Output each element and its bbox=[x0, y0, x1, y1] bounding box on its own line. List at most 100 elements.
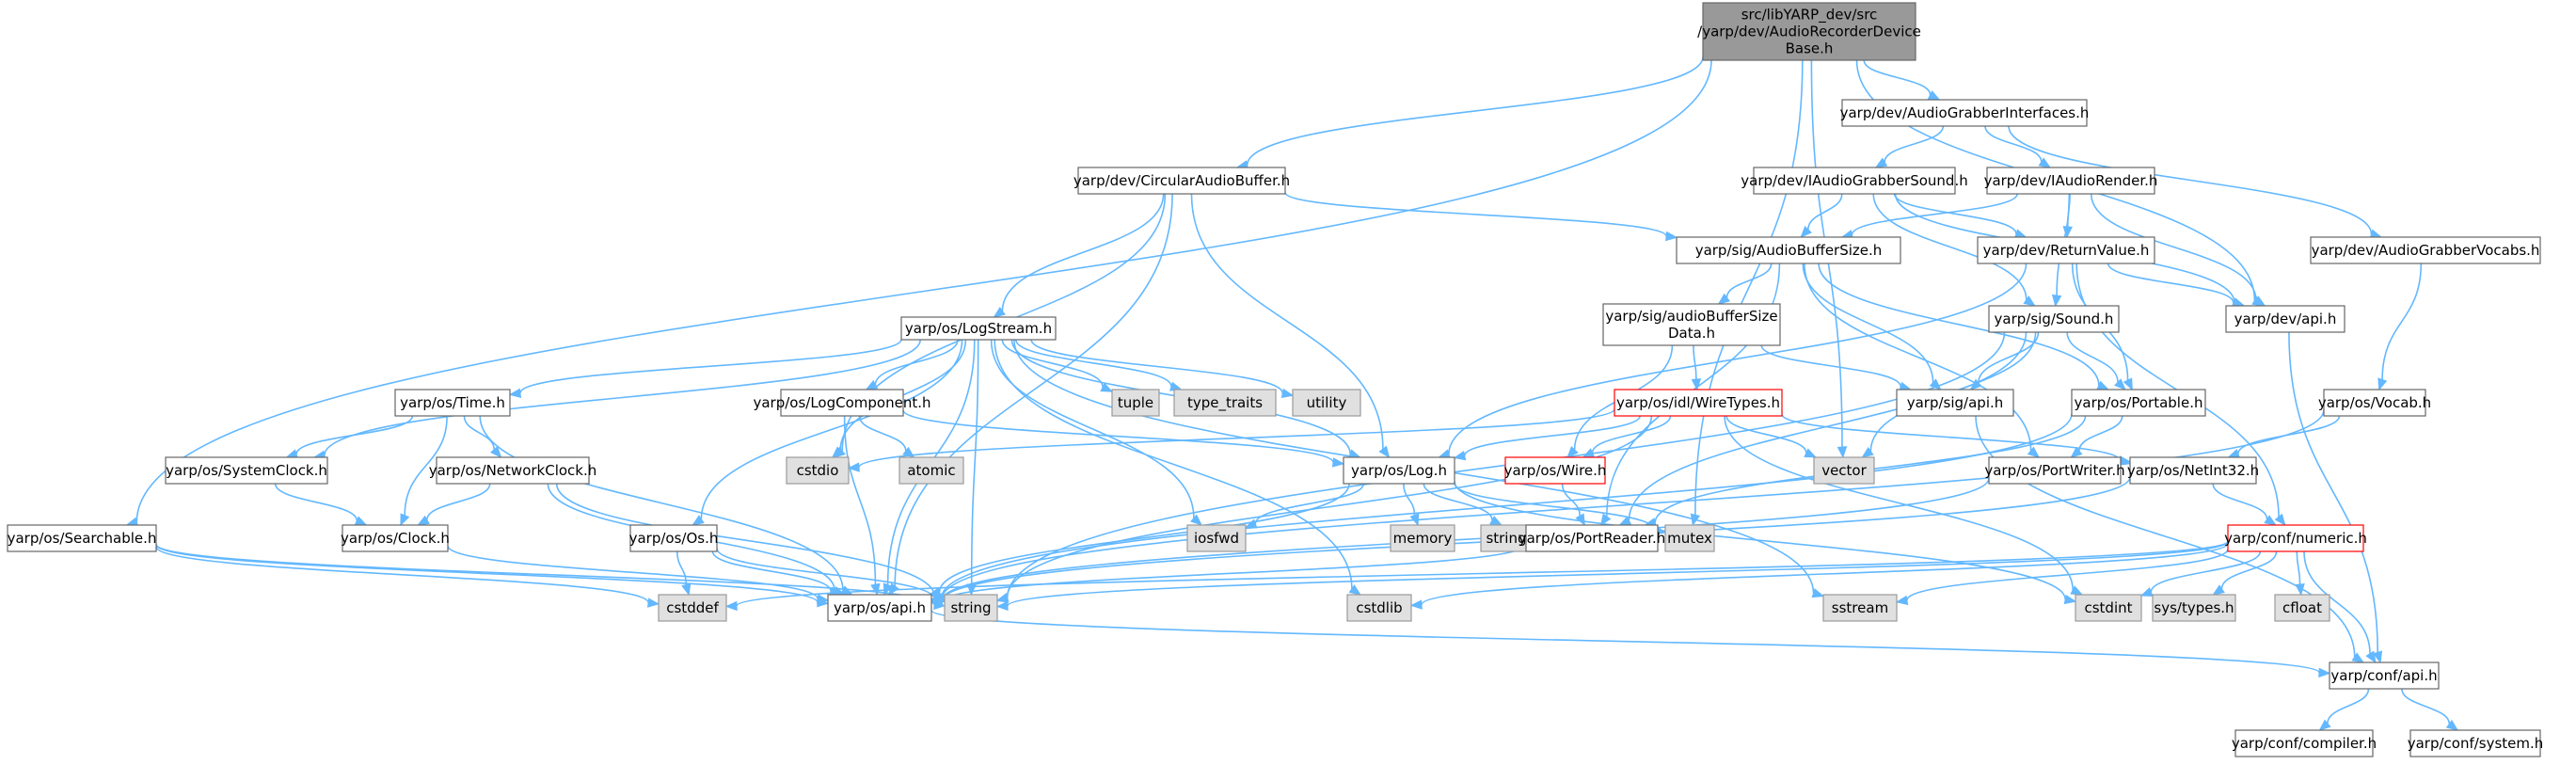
node-typetraits[interactable]: type_traits bbox=[1173, 389, 1277, 417]
node-compiler[interactable]: yarp/conf/compiler.h bbox=[2232, 729, 2377, 757]
node-box-utility bbox=[1292, 389, 1361, 417]
node-root[interactable]: src/libYARP_dev/src/yarp/dev/AudioRecord… bbox=[1697, 2, 1921, 61]
node-portwriter[interactable]: yarp/os/PortWriter.h bbox=[1984, 456, 2125, 485]
node-tuple[interactable]: tuple bbox=[1111, 389, 1160, 417]
node-label-netint32: yarp/os/NetInt32.h bbox=[2127, 462, 2259, 479]
node-portreader[interactable]: yarp/os/PortReader.h bbox=[1519, 524, 1666, 552]
node-netint32[interactable]: yarp/os/NetInt32.h bbox=[2127, 456, 2259, 485]
node-box-wiretypes bbox=[1614, 389, 1783, 417]
edge-root-to-mutex bbox=[1694, 59, 1804, 516]
node-box-cstdio bbox=[786, 456, 850, 485]
node-rv[interactable]: yarp/dev/ReturnValue.h bbox=[1977, 236, 2155, 264]
node-mutex[interactable]: mutex bbox=[1664, 524, 1715, 552]
node-memory[interactable]: memory bbox=[1390, 524, 1455, 552]
node-box-string bbox=[944, 594, 998, 622]
node-wiretypes[interactable]: yarp/os/idl/WireTypes.h bbox=[1614, 389, 1783, 417]
node-confapi[interactable]: yarp/conf/api.h bbox=[2329, 661, 2440, 690]
edge-log-to-mutex bbox=[1454, 483, 1657, 531]
node-numeric[interactable]: yarp/conf/numeric.h bbox=[2224, 524, 2367, 552]
node-systypes[interactable]: sys/types.h bbox=[2152, 594, 2236, 622]
edge-wiretypes-to-log bbox=[1463, 415, 1641, 456]
arrowhead-absd-to-wire bbox=[1566, 446, 1579, 458]
node-cstdlib[interactable]: cstdlib bbox=[1346, 594, 1412, 622]
node-box-iags bbox=[1753, 167, 1956, 195]
node-box-logstream bbox=[900, 316, 1057, 341]
node-box-agi bbox=[1841, 99, 2088, 127]
node-iags[interactable]: yarp/dev/IAudioGrabberSound.h bbox=[1741, 167, 1968, 195]
node-box-portable bbox=[2071, 389, 2206, 417]
node-label-sound: yarp/sig/Sound.h bbox=[1995, 311, 2114, 327]
arrowhead-portable-to-portwriter bbox=[2070, 446, 2083, 458]
node-netclock[interactable]: yarp/os/NetworkClock.h bbox=[429, 456, 597, 485]
node-clock[interactable]: yarp/os/Clock.h bbox=[341, 524, 450, 552]
node-devapi[interactable]: yarp/dev/api.h bbox=[2225, 305, 2345, 333]
arrowhead-cab-to-log bbox=[1378, 445, 1391, 459]
node-time[interactable]: yarp/os/Time.h bbox=[394, 389, 511, 417]
node-vector[interactable]: vector bbox=[1813, 456, 1875, 485]
node-box-cstddef bbox=[658, 594, 727, 622]
node-atomic[interactable]: atomic bbox=[898, 456, 964, 485]
arrowhead-rv-to-portable bbox=[2123, 377, 2133, 391]
node-log[interactable]: yarp/os/Log.h bbox=[1343, 456, 1455, 485]
node-utility[interactable]: utility bbox=[1292, 389, 1361, 417]
node-cstdio[interactable]: cstdio bbox=[786, 456, 850, 485]
arrowhead-wiretypes-to-log bbox=[1453, 450, 1467, 461]
edge-iags-to-sound bbox=[1872, 193, 2027, 300]
node-system[interactable]: yarp/conf/system.h bbox=[2408, 729, 2544, 757]
node-agv[interactable]: yarp/dev/AudioGrabberVocabs.h bbox=[2310, 236, 2541, 264]
node-sigapi[interactable]: yarp/sig/api.h bbox=[1896, 389, 2014, 417]
arrowhead-wiretypes-to-cstdio bbox=[847, 462, 860, 472]
node-box-sound bbox=[1988, 305, 2120, 333]
node-iosfwd[interactable]: iosfwd bbox=[1186, 524, 1247, 552]
node-label-iosfwd: iosfwd bbox=[1194, 530, 1239, 547]
edge-abs-to-portwriter bbox=[1804, 263, 2032, 452]
edge-logstream-to-logcomp bbox=[874, 339, 959, 385]
node-portable[interactable]: yarp/os/Portable.h bbox=[2071, 389, 2206, 417]
node-osos[interactable]: yarp/os/Os.h bbox=[629, 524, 719, 552]
node-cstddef[interactable]: cstddef bbox=[658, 594, 727, 622]
node-logcomp[interactable]: yarp/os/LogComponent.h bbox=[753, 389, 931, 417]
node-box-osapi bbox=[827, 594, 932, 622]
arrowhead-logstream-to-iosfwd bbox=[1190, 514, 1203, 526]
edge-logcomp-to-atomic bbox=[858, 415, 907, 452]
node-box-typetraits bbox=[1173, 389, 1277, 417]
node-iar[interactable]: yarp/dev/IAudioRender.h bbox=[1984, 167, 2158, 195]
node-cfloat[interactable]: cfloat bbox=[2274, 594, 2330, 622]
node-box-mutex bbox=[1664, 524, 1715, 552]
node-sound[interactable]: yarp/sig/Sound.h bbox=[1988, 305, 2120, 333]
node-cab[interactable]: yarp/dev/CircularAudioBuffer.h bbox=[1073, 167, 1290, 195]
node-searchable[interactable]: yarp/os/Searchable.h bbox=[7, 524, 157, 552]
node-box-agv bbox=[2310, 236, 2541, 264]
node-box-netclock bbox=[436, 456, 590, 485]
edge-wiretypes-to-vector bbox=[1725, 415, 1807, 454]
arrowhead-iags-to-sound bbox=[2023, 295, 2036, 307]
node-label-confapi: yarp/conf/api.h bbox=[2330, 667, 2437, 684]
node-cstdint[interactable]: cstdint bbox=[2075, 594, 2142, 622]
arrowhead-sigapi-to-confapi bbox=[2351, 652, 2365, 663]
edge-sysclock-to-clock bbox=[274, 483, 358, 521]
node-sstream[interactable]: sstream bbox=[1822, 594, 1898, 622]
edge-absd-to-sigapi bbox=[1760, 344, 1901, 388]
edge-rv-to-devapi bbox=[2107, 263, 2234, 303]
node-box-wire bbox=[1504, 456, 1606, 485]
node-wire[interactable]: yarp/os/Wire.h bbox=[1504, 456, 1607, 485]
node-logstream[interactable]: yarp/os/LogStream.h bbox=[900, 316, 1057, 341]
node-agi[interactable]: yarp/dev/AudioGrabberInterfaces.h bbox=[1840, 99, 2090, 127]
node-osapi[interactable]: yarp/os/api.h bbox=[827, 594, 932, 622]
node-label-absd: Data.h bbox=[1668, 325, 1715, 342]
edge-cab-to-log bbox=[1190, 193, 1384, 450]
edge-logcomp-to-log bbox=[902, 409, 1334, 463]
node-vocab[interactable]: yarp/os/Vocab.h bbox=[2318, 389, 2431, 417]
arrowhead-log-to-cstdint bbox=[2063, 594, 2077, 605]
arrowhead-iags-to-abs bbox=[1800, 226, 1812, 238]
arrowhead-numeric-to-cstdlib bbox=[1409, 599, 1423, 610]
node-abs[interactable]: yarp/sig/AudioBufferSize.h bbox=[1676, 236, 1901, 264]
edge-confapi-to-compiler bbox=[2327, 688, 2370, 725]
node-label-typetraits: type_traits bbox=[1187, 394, 1263, 412]
edge-portreader-to-osapi bbox=[941, 544, 1527, 603]
node-sysclock[interactable]: yarp/os/SystemClock.h bbox=[165, 456, 328, 485]
node-label-atomic: atomic bbox=[907, 462, 955, 479]
node-label-vector: vector bbox=[1821, 462, 1867, 479]
node-string[interactable]: string bbox=[944, 594, 998, 622]
